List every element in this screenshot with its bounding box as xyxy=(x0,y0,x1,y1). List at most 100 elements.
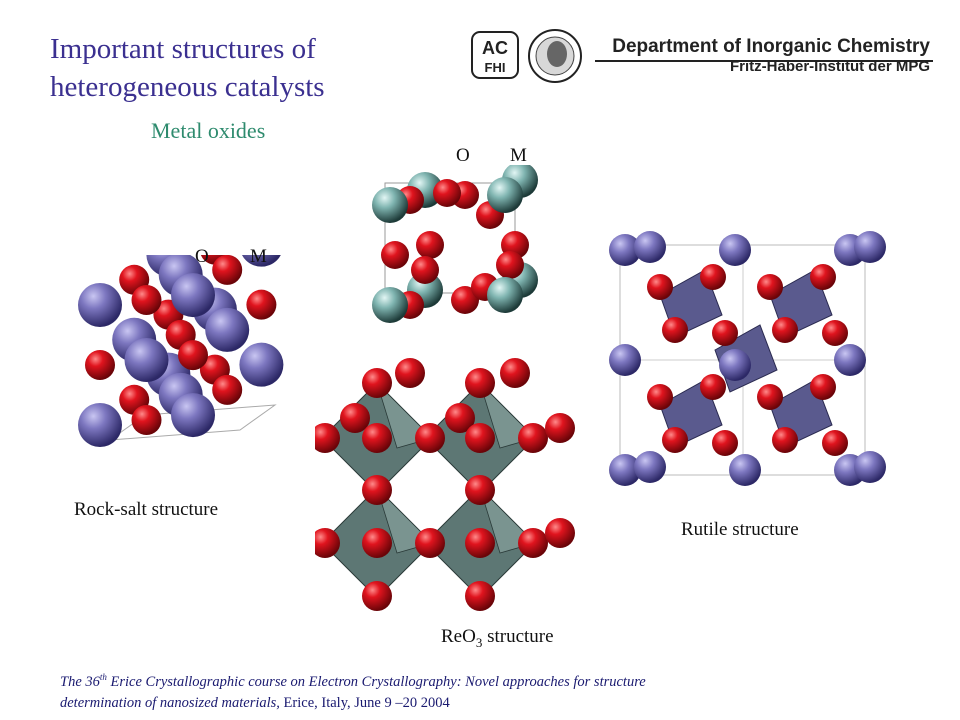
oxygen-atom xyxy=(662,317,688,343)
metal-atom xyxy=(241,255,281,267)
logo-badge-bottom: FHI xyxy=(485,60,506,75)
footer-line2-plain: Erice, Italy, June 9 –20 2004 xyxy=(279,694,450,711)
oxygen-atom xyxy=(465,475,495,505)
oxygen-atom xyxy=(131,405,162,436)
footer-line1-sup: th xyxy=(99,672,107,682)
oxygen-atom xyxy=(647,274,673,300)
oxygen-atom xyxy=(647,384,673,410)
footer-line1-pre: The 36 xyxy=(60,673,100,690)
oxygen-atom xyxy=(757,384,783,410)
metal-atom xyxy=(372,287,408,323)
oxygen-atom xyxy=(496,251,524,279)
oxygen-atom xyxy=(315,423,340,453)
rock-salt-atom-m-label: M xyxy=(250,246,267,267)
oxygen-atom xyxy=(465,581,495,611)
footer-line1-post: Erice Crystallographic course on Electro… xyxy=(106,673,646,690)
metal-atom xyxy=(634,451,666,483)
oxygen-atom xyxy=(433,179,461,207)
department-name: Department of Inorganic Chemistry xyxy=(612,36,930,57)
oxygen-atom xyxy=(362,581,392,611)
metal-atom xyxy=(78,403,122,447)
oxygen-atom xyxy=(131,285,162,316)
oxygen-atom xyxy=(772,317,798,343)
oxygen-atom xyxy=(662,427,688,453)
oxygen-atom xyxy=(415,423,445,453)
rock-salt-atom-o-label: O xyxy=(195,246,209,267)
institute-logo: AC FHI xyxy=(471,29,582,83)
oxygen-atom xyxy=(518,528,548,558)
oxygen-atom xyxy=(700,264,726,290)
oxygen-atom xyxy=(545,413,575,443)
rock-salt-structure-diagram xyxy=(78,255,284,447)
metal-atom xyxy=(729,454,761,486)
oxygen-atom xyxy=(712,430,738,456)
oxygen-atom xyxy=(712,320,738,346)
metal-atom xyxy=(171,273,215,318)
reo3-label-tail: structure xyxy=(482,626,554,647)
oxygen-atom xyxy=(810,374,836,400)
reo3-label: ReO3 structure xyxy=(441,626,554,651)
metal-atom xyxy=(239,342,284,387)
oxygen-atom xyxy=(757,274,783,300)
footer-line2-italic: determination of nanosized materials, xyxy=(60,694,280,711)
footer-line-2: determination of nanosized materials, Er… xyxy=(60,693,940,714)
oxygen-atom xyxy=(246,289,277,320)
title-line-1: Important structures of xyxy=(50,33,316,65)
metal-atom xyxy=(609,454,641,486)
oxygen-atom xyxy=(465,423,495,453)
metal-atom xyxy=(719,234,751,266)
oxygen-atom xyxy=(545,518,575,548)
page-title: Important structures of heterogeneous ca… xyxy=(50,30,325,106)
title-line-2: heterogeneous catalysts xyxy=(50,71,325,103)
metal-atom xyxy=(609,234,641,266)
oxygen-atom xyxy=(212,374,243,405)
oxygen-atom xyxy=(85,350,115,380)
oxygen-atom xyxy=(810,264,836,290)
top-cube-atom-o-label: O xyxy=(456,145,470,166)
metal-atom xyxy=(171,393,215,438)
logo-rule xyxy=(595,60,933,62)
logo-badge-top: AC xyxy=(482,38,508,58)
metal-atom xyxy=(372,187,408,223)
oxygen-atom xyxy=(451,286,479,314)
footer-line-1: The 36th Erice Crystallographic course o… xyxy=(60,667,940,693)
oxygen-atom xyxy=(212,255,243,285)
metal-atom xyxy=(634,231,666,263)
metal-atom xyxy=(78,283,122,327)
metal-atom xyxy=(609,344,641,376)
oxygen-atom xyxy=(395,358,425,388)
oxygen-atom xyxy=(822,320,848,346)
metal-atom xyxy=(854,451,886,483)
oxygen-atom xyxy=(465,528,495,558)
oxygen-atom xyxy=(445,403,475,433)
oxygen-atom xyxy=(822,430,848,456)
reo3-label-main: ReO xyxy=(441,626,476,647)
footer-citation: The 36th Erice Crystallographic course o… xyxy=(60,667,940,714)
oxygen-atom xyxy=(178,340,208,371)
oxygen-atom xyxy=(362,368,392,398)
oxygen-atom xyxy=(416,231,444,259)
oxygen-atom xyxy=(340,403,370,433)
oxygen-atom xyxy=(500,358,530,388)
metal-atom xyxy=(487,177,523,213)
section-subtitle: Metal oxides xyxy=(151,118,266,143)
reo3-structure-diagram xyxy=(315,358,575,611)
oxygen-atom xyxy=(465,368,495,398)
metal-atom xyxy=(487,277,523,313)
institute-name: Fritz-Haber-Institut der MPG xyxy=(729,58,930,75)
rock-salt-label: Rock-salt structure xyxy=(74,499,219,520)
oxygen-atom xyxy=(362,528,392,558)
oxygen-atom xyxy=(362,475,392,505)
oxygen-atom xyxy=(700,374,726,400)
oxygen-atom xyxy=(415,528,445,558)
metal-atom xyxy=(205,307,250,352)
metal-atom xyxy=(124,338,169,383)
oxygen-atom xyxy=(315,528,340,558)
metal-atom xyxy=(854,231,886,263)
oxygen-atom xyxy=(518,423,548,453)
reo3-label-sub: 3 xyxy=(475,634,483,650)
metal-atom xyxy=(834,344,866,376)
metal-oxide-cube-diagram xyxy=(372,165,538,323)
rutile-label: Rutile structure xyxy=(681,519,799,540)
top-cube-atom-m-label: M xyxy=(510,145,527,166)
